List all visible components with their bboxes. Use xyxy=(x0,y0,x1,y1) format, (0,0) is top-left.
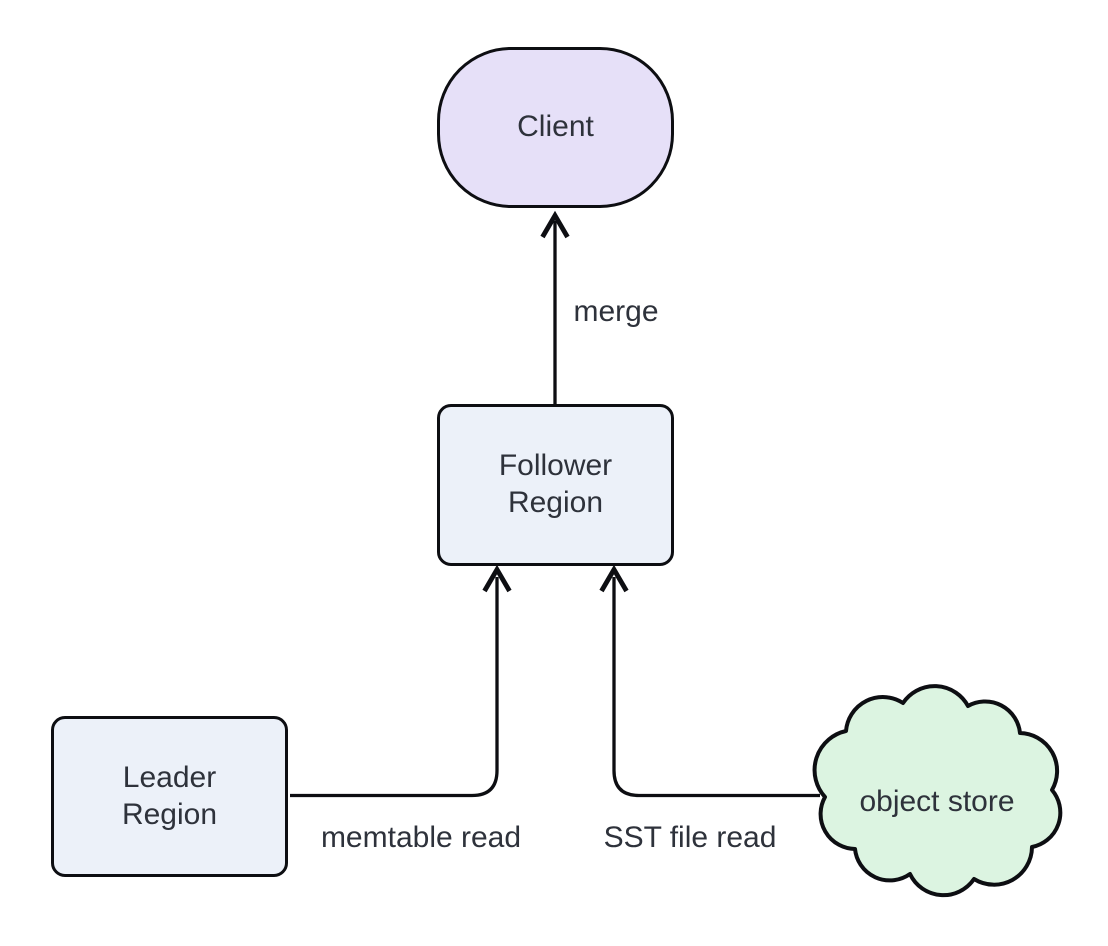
edge-sst-file-read xyxy=(599,564,820,798)
edge-memtable-read-line xyxy=(290,577,499,798)
arrowhead-up-icon xyxy=(599,564,629,593)
node-follower-region-label: Follower Region xyxy=(498,449,613,519)
node-client-label: Client xyxy=(517,110,594,144)
arrowhead-up-icon xyxy=(540,210,570,239)
node-leader-region-label: Leader Region xyxy=(121,760,218,831)
node-follower-region: Follower Region xyxy=(437,404,674,566)
edge-memtable-read xyxy=(290,564,512,798)
node-leader-region: Leader Region xyxy=(51,716,288,877)
edge-label-sst-file-read: SST file read xyxy=(603,821,777,854)
node-object-store-label: object store xyxy=(859,785,1015,818)
edge-merge xyxy=(540,210,570,405)
node-object-store-cloud-icon xyxy=(812,684,1063,898)
edge-label-memtable-read: memtable read xyxy=(320,821,522,854)
edge-sst-file-read-line xyxy=(612,577,820,798)
node-client: Client xyxy=(437,47,674,208)
edge-label-merge: merge xyxy=(573,295,659,328)
arrowhead-up-icon xyxy=(482,564,512,593)
